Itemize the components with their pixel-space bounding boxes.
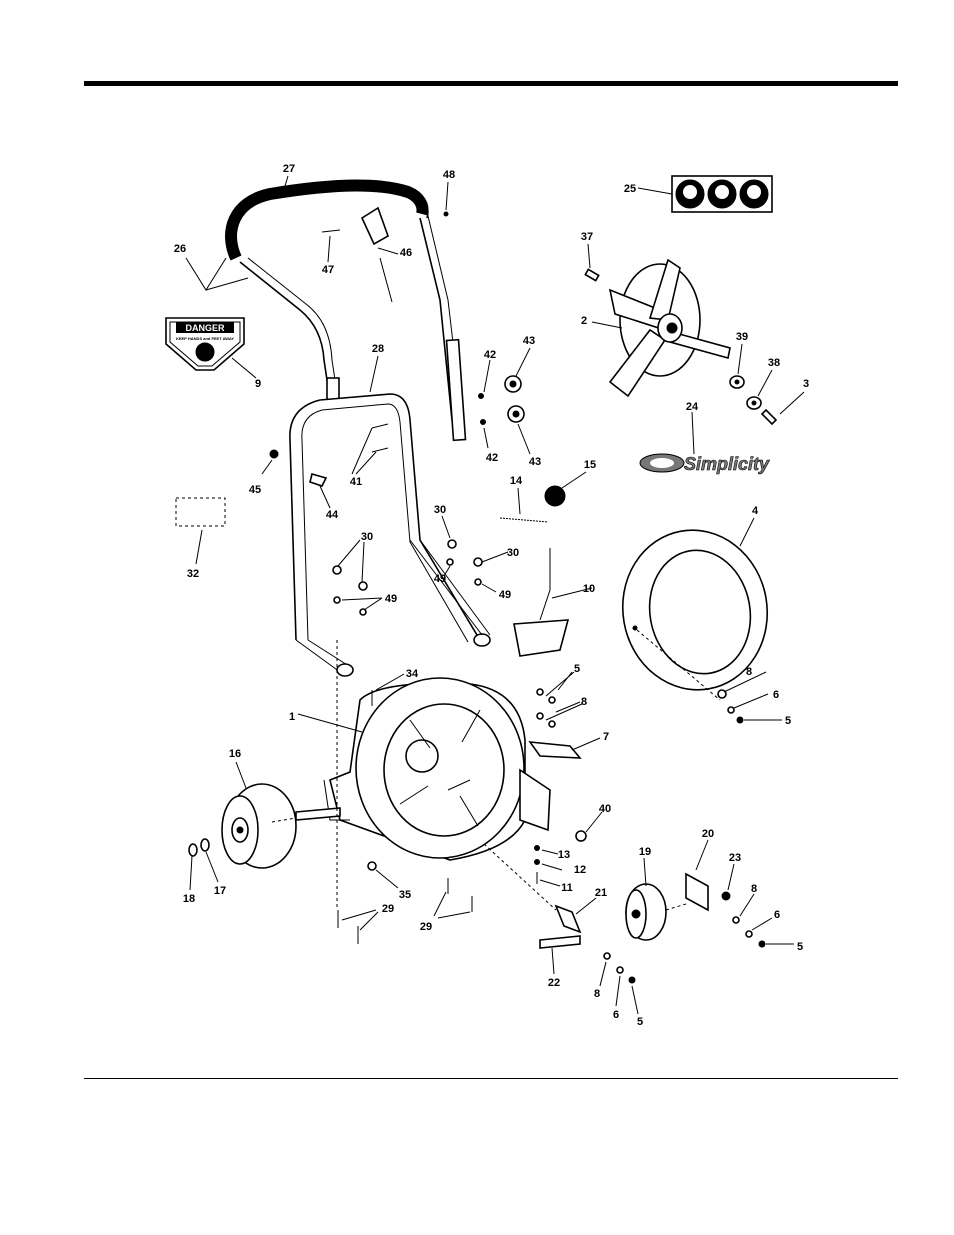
callout-label: 44: [326, 509, 339, 521]
callout-label: 12: [574, 864, 586, 876]
callout-label: 38: [768, 357, 780, 369]
callout-label: 49: [434, 573, 446, 585]
callout-label: 48: [443, 169, 455, 181]
housing-cover: [610, 519, 780, 702]
impeller: [610, 260, 730, 396]
callout-label: 11: [561, 882, 573, 894]
callout-label: 24: [686, 401, 699, 413]
callout-label: 30: [507, 547, 519, 559]
callout-label: 8: [751, 883, 757, 895]
callout-label: 9: [255, 378, 261, 390]
blower-housing: [324, 678, 550, 860]
left-wheel: [189, 784, 340, 868]
callout-label: 26: [174, 243, 186, 255]
label-placeholder: [176, 498, 225, 526]
danger-decal: DANGER KEEP HANDS and FEET AWAY: [166, 318, 244, 370]
callout-label: 40: [599, 803, 611, 815]
callout-label: 43: [523, 335, 535, 347]
callout-label: 29: [382, 903, 394, 915]
callout-label: 5: [785, 715, 791, 727]
callout-label: 42: [486, 452, 498, 464]
callout-label: 47: [322, 264, 334, 276]
callout-label: 1: [289, 711, 295, 723]
callout-label: 19: [639, 846, 651, 858]
callout-label: 29: [420, 921, 432, 933]
callout-label: 8: [594, 988, 600, 1000]
callout-label: 49: [385, 593, 397, 605]
callout-label: 25: [624, 183, 636, 195]
footer-rule: [84, 1078, 898, 1079]
callout-label: 8: [746, 666, 752, 678]
callout-label: 4: [752, 505, 759, 517]
callout-label: 20: [702, 828, 714, 840]
callout-label: 17: [214, 885, 226, 897]
callout-label: 41: [350, 476, 362, 488]
callout-label: 27: [283, 163, 295, 175]
callout-label: 8: [581, 696, 587, 708]
danger-decal-title: DANGER: [185, 323, 225, 333]
callout-label: 14: [510, 475, 523, 487]
callout-label: 30: [434, 504, 446, 516]
callout-label: 5: [637, 1016, 643, 1028]
brand-decal-text: Simplicity: [684, 454, 770, 474]
callout-label: 30: [361, 531, 373, 543]
callout-label: 6: [774, 909, 780, 921]
right-wheel: [530, 742, 708, 948]
callout-label: 23: [729, 852, 741, 864]
danger-decal-subtitle: KEEP HANDS and FEET AWAY: [176, 336, 234, 341]
safety-decal-ppe: [672, 176, 772, 212]
callout-label: 49: [499, 589, 511, 601]
callout-label: 37: [581, 231, 593, 243]
callout-label: 3: [803, 378, 809, 390]
callout-label: 5: [574, 663, 580, 675]
callout-label: 6: [613, 1009, 619, 1021]
callout-label: 15: [584, 459, 596, 471]
callout-label: 39: [736, 331, 748, 343]
callout-label: 22: [548, 977, 560, 989]
callout-label: 43: [529, 456, 541, 468]
callout-label: 5: [797, 941, 803, 953]
callout-label: 42: [484, 349, 496, 361]
callout-label: 46: [400, 247, 412, 259]
chute-deflector: [500, 486, 568, 656]
callout-label: 21: [595, 887, 607, 899]
callout-label: 32: [187, 568, 199, 580]
callout-label: 18: [183, 893, 195, 905]
callout-label: 16: [229, 748, 241, 760]
callout-label: 2: [581, 315, 587, 327]
callout-label: 6: [773, 689, 779, 701]
callout-label: 34: [406, 668, 419, 680]
callout-label: 35: [399, 889, 411, 901]
callout-label: 28: [372, 343, 384, 355]
brand-decal: Simplicity: [640, 454, 770, 474]
callout-label: 10: [583, 583, 595, 595]
callout-label: 45: [249, 484, 261, 496]
callout-label: 7: [603, 731, 609, 743]
callout-label: 13: [558, 849, 570, 861]
